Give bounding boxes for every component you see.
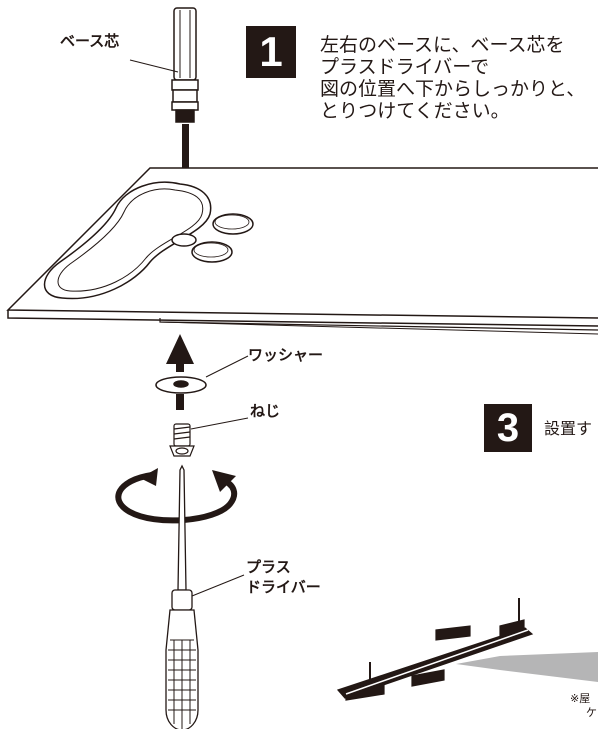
step-3-number: 3 [496,405,520,450]
step-1-instructions: 左右のベースに、ベース芯を プラスドライバーで 図の位置へ下からしっかりと、 と… [320,34,585,122]
arrow-up-icon [166,334,194,410]
note-line-2: ケ [586,706,597,719]
screwdriver-label-line-1: プラス [246,558,291,576]
base-core-label: ベース芯 [60,32,120,50]
gray-arrow-icon [456,652,598,682]
washer-leader [205,355,249,378]
washer [155,376,207,394]
screw [169,423,195,457]
screwdriver [165,464,199,729]
step-3-badge: 3 [484,404,532,452]
step-1-number: 1 [259,28,283,75]
step-1-line-3: 図の位置へ下からしっかりと、 [320,78,586,100]
washer-label: ワッシャー [248,346,324,364]
screw-leader [190,417,249,430]
step-1-line-2: プラスドライバーで [320,56,490,78]
base-plate [6,167,598,335]
note-line-1: ※屋 [570,692,591,705]
base-core-post [171,7,199,123]
step-1-line-4: とりつけてください。 [320,100,510,122]
step-1-badge: 1 [246,26,296,78]
mini-base-assembly [336,598,534,701]
screwdriver-label-line-2: ドライバー [246,578,321,596]
base-core-leader [129,59,179,73]
step-3-text: 設置す [544,419,593,438]
screwdriver-leader [191,574,245,597]
screw-label: ねじ [250,402,281,420]
rotation-arrow-icon [115,468,238,524]
step-1-line-1: 左右のベースに、ベース芯を [320,34,565,56]
